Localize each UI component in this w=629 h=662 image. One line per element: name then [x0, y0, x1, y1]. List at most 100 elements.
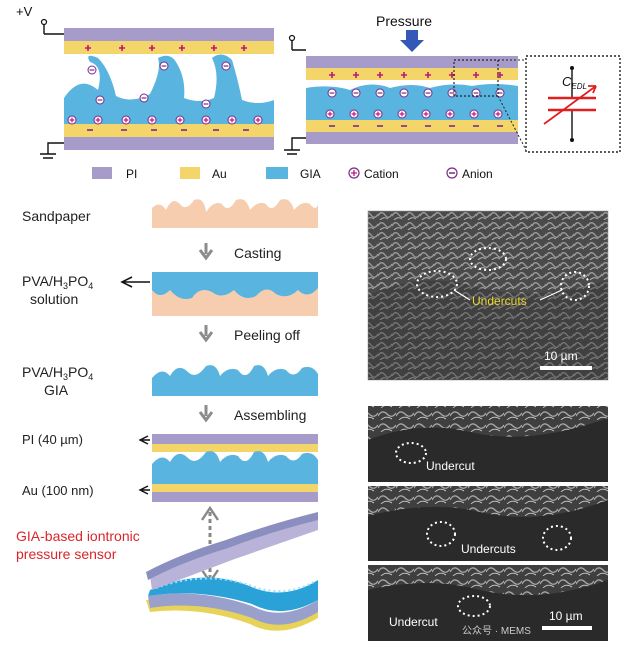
- capacitor-icon: [543, 66, 597, 142]
- watermark: 公众号 · MEMS: [462, 625, 531, 637]
- pressed-wire-top: [291, 40, 306, 51]
- arrow-casting: [198, 243, 214, 261]
- anion-marker: [423, 88, 433, 98]
- arrow-assembling: [198, 405, 214, 423]
- anion-marker: [399, 88, 409, 98]
- cation-marker: [201, 115, 211, 125]
- step-pva-gia-label: PVA/H3PO4: [22, 364, 93, 382]
- pointer-pi: [138, 435, 150, 445]
- sensor-name-line-1: GIA-based iontronic: [16, 528, 140, 544]
- casting-gia: [152, 272, 318, 299]
- step-assembling-label: Assembling: [234, 407, 306, 423]
- anion-marker: [221, 61, 231, 71]
- sensor-name-line-2: pressure sensor: [16, 546, 117, 562]
- sem-top-scale-label: 10 µm: [544, 349, 578, 363]
- sem-panel-2: Undercuts: [368, 486, 608, 561]
- sem-p3-undercut-label: Undercut: [389, 615, 438, 629]
- legend-swatch-pi: [92, 167, 112, 179]
- assembled-au-bottom: [152, 484, 318, 492]
- cation-marker: [373, 109, 383, 119]
- sem-p3-scale-bar: [542, 626, 592, 630]
- step-peeling-label: Peeling off: [234, 327, 300, 343]
- sem-top-undercuts-label: Undercuts: [472, 294, 527, 308]
- electrode-charge-positive: [353, 72, 359, 78]
- pi-layer-top: [64, 28, 274, 41]
- au-layer-bottom: [64, 124, 274, 137]
- peeled-gia: [152, 365, 318, 396]
- electrode-charge-positive: [377, 72, 383, 78]
- cation-marker: [67, 115, 77, 125]
- p3-undercut-marker: [457, 595, 491, 617]
- undercut-marker-3: [560, 271, 590, 301]
- pi-thickness-label: PI (40 µm): [22, 432, 83, 447]
- anion-marker: [139, 93, 149, 103]
- pressed-au-bottom: [306, 120, 518, 132]
- cation-marker: [421, 109, 431, 119]
- legend-swatch-gia: [266, 167, 288, 179]
- cation-marker: [349, 109, 359, 119]
- legend-label-cation: Cation: [364, 167, 399, 181]
- pi-layer-bottom: [64, 137, 274, 150]
- anion-marker: [447, 88, 457, 98]
- au-layer-top: [64, 41, 274, 54]
- pressed-au-top: [306, 68, 518, 80]
- anion-marker: [351, 88, 361, 98]
- top-electrode-wire: [43, 24, 64, 35]
- p2-undercut-marker-1: [426, 521, 456, 547]
- cation-marker: [397, 109, 407, 119]
- zoom-box: [453, 59, 499, 97]
- step-pva-gia-label-2: GIA: [44, 382, 69, 398]
- ions-left: [67, 45, 263, 131]
- anion-marker: [95, 95, 105, 105]
- cation-marker: [325, 109, 335, 119]
- electrode-charge-positive: [85, 45, 91, 51]
- legend-label-gia: GIA: [300, 167, 321, 181]
- legend-swatch-anion: [446, 167, 458, 179]
- ground-right: [284, 137, 306, 155]
- anion-marker: [327, 88, 337, 98]
- gia-layer-left: [64, 54, 274, 132]
- pressed-terminal-top: [288, 34, 296, 42]
- cation-marker: [493, 109, 503, 119]
- anion-marker: [159, 61, 169, 71]
- step-sandpaper-label: Sandpaper: [22, 208, 91, 224]
- legend: PI Au GIA Cation Anion: [92, 167, 493, 181]
- voltage-label: +V: [16, 4, 33, 19]
- legend-label-pi: PI: [126, 167, 137, 181]
- sem-top-scale-bar: [540, 366, 592, 370]
- sandpaper-shape: [152, 199, 318, 228]
- electrode-charge-positive: [473, 72, 479, 78]
- terminal-top: [40, 18, 48, 26]
- sem-top-image: [368, 211, 608, 380]
- anion-marker: [87, 65, 97, 75]
- ions-right: [325, 72, 505, 127]
- assembled-pi-bottom: [152, 492, 318, 502]
- step-casting-label: Casting: [234, 245, 281, 261]
- electrode-charge-positive: [211, 45, 217, 51]
- gia-layer-pressed: [306, 84, 518, 124]
- undercut-marker-2: [469, 247, 507, 271]
- cation-marker: [175, 115, 185, 125]
- ground-left: [40, 142, 64, 159]
- electrode-charge-positive: [497, 72, 503, 78]
- capacitor-inset: [525, 55, 621, 153]
- pressure-label: Pressure: [376, 13, 432, 29]
- electrode-charge-positive: [425, 72, 431, 78]
- cedl-label: CEDL: [562, 74, 587, 91]
- sem-panel-3: Undercut 10 µm: [368, 565, 608, 641]
- sensor-uncompressed: +V: [16, 4, 274, 159]
- electrode-charge-positive: [179, 45, 185, 51]
- p2-undercut-marker-2: [542, 525, 572, 551]
- electrode-charge-positive: [401, 72, 407, 78]
- electrode-charge-positive: [241, 45, 247, 51]
- pressed-pi-top: [306, 56, 518, 68]
- legend-label-au: Au: [212, 167, 227, 181]
- sensor-pressed: Pressure CEDL: [284, 13, 621, 155]
- cation-marker: [147, 115, 157, 125]
- cation-marker: [469, 109, 479, 119]
- cation-marker: [227, 115, 237, 125]
- pointer-pva-solution: [120, 276, 150, 288]
- arrow-peeling: [198, 325, 214, 343]
